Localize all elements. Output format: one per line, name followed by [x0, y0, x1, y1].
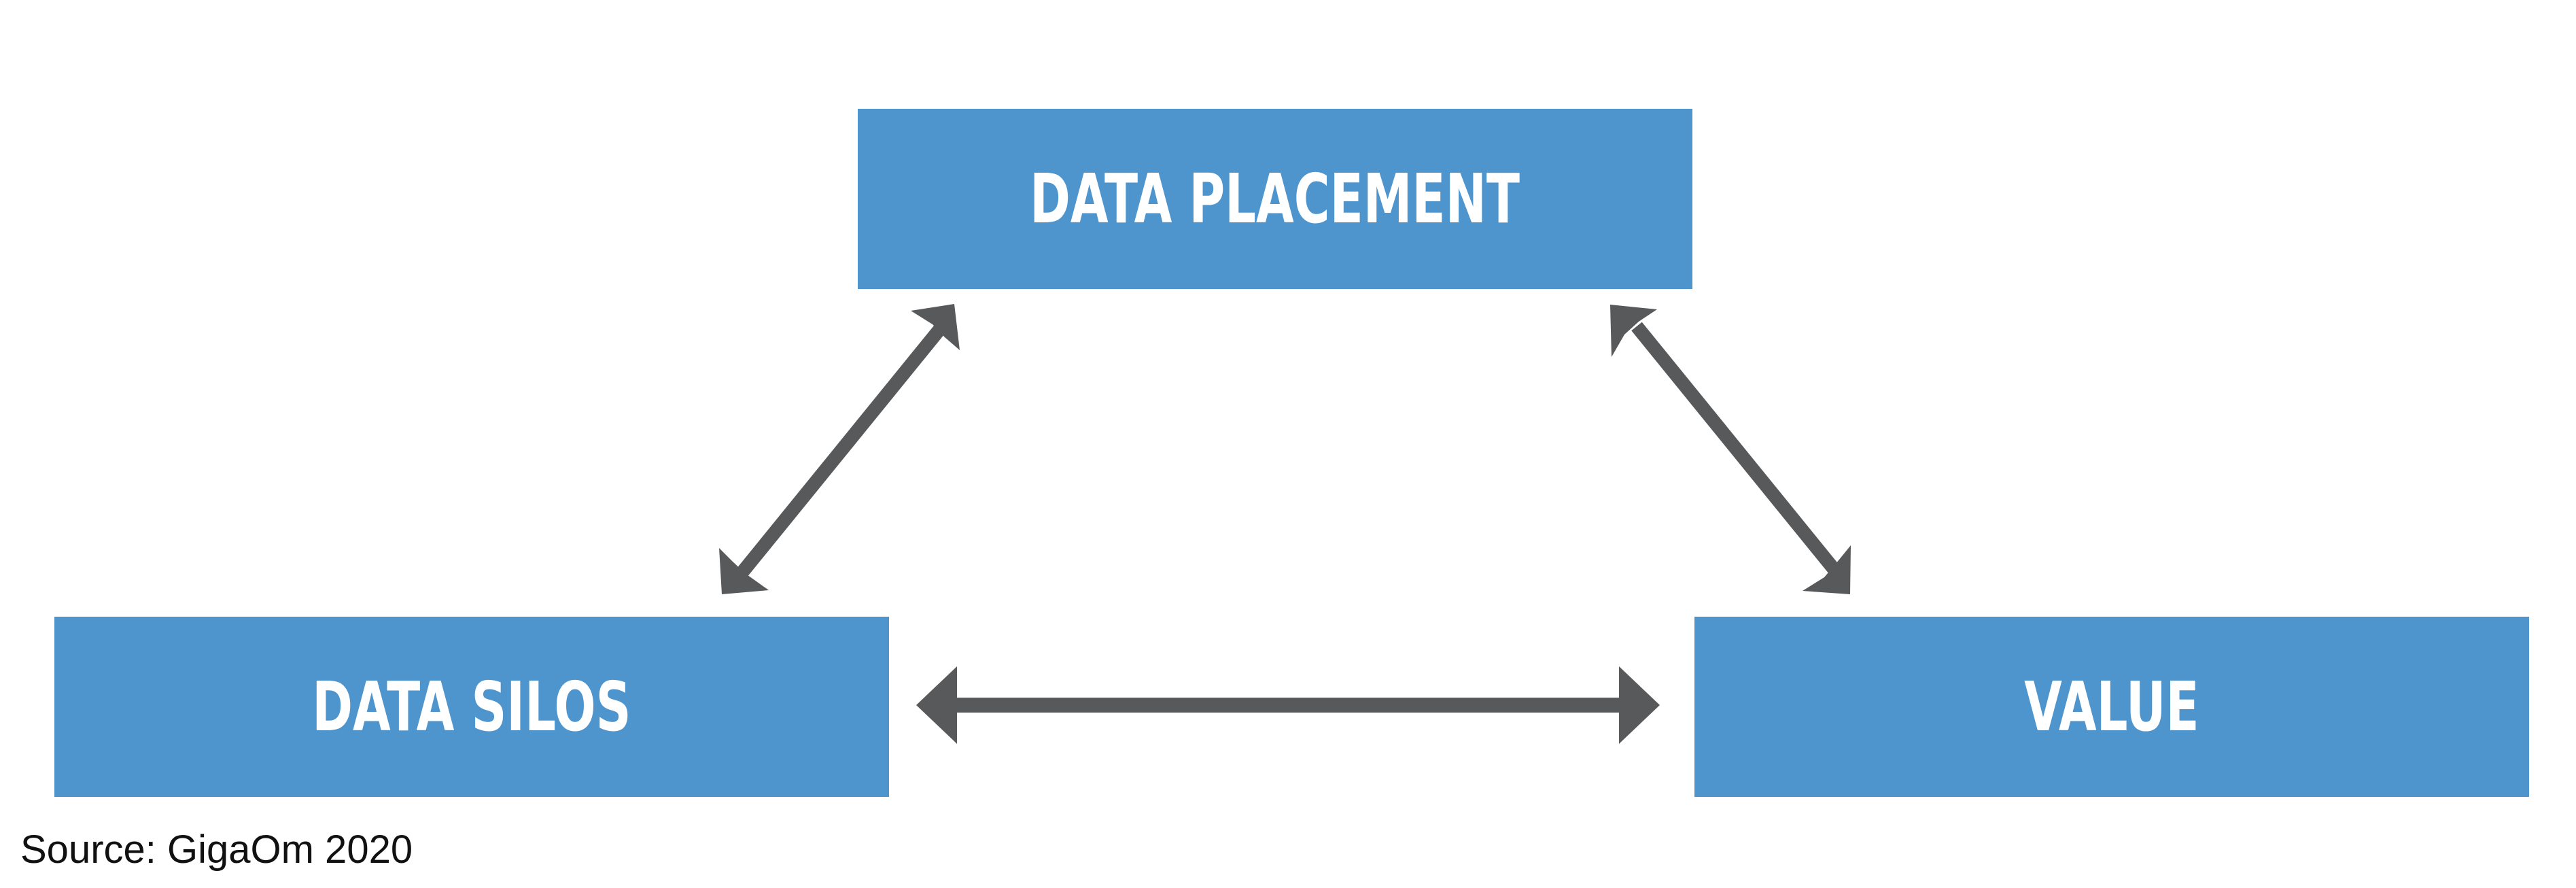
- data-placement-label-wrap: DATA PLACEMENT: [858, 109, 1692, 289]
- arrow-silos-value-head-right: [1619, 666, 1660, 744]
- arrow-placement-value-shaft: [1631, 322, 1843, 578]
- arrow-placement-value-head-bottom: [1803, 545, 1851, 594]
- value-label: VALUE: [2024, 667, 2199, 747]
- data-placement-box: [858, 109, 1692, 289]
- value-label-wrap: VALUE: [1694, 617, 2529, 797]
- arrow-silos-value: [916, 666, 1660, 744]
- data-placement-label: DATA PLACEMENT: [1030, 159, 1520, 239]
- arrow-silos-value-head-left: [916, 666, 957, 744]
- value-box: [1694, 617, 2529, 797]
- arrow-placement-silos-head-bottom: [719, 548, 769, 594]
- source-caption: Source: GigaOm 2020: [20, 827, 413, 872]
- arrow-placement-silos: [719, 304, 960, 594]
- arrow-placement-value: [1610, 305, 1851, 594]
- data-silos-label: DATA SILOS: [312, 667, 631, 747]
- data-silos-box: [54, 617, 889, 797]
- arrow-placement-value-head-top: [1610, 305, 1657, 357]
- arrow-placement-silos-head-top: [911, 304, 960, 350]
- data-silos-label-wrap: DATA SILOS: [54, 617, 889, 797]
- arrow-placement-silos-shaft: [736, 322, 947, 578]
